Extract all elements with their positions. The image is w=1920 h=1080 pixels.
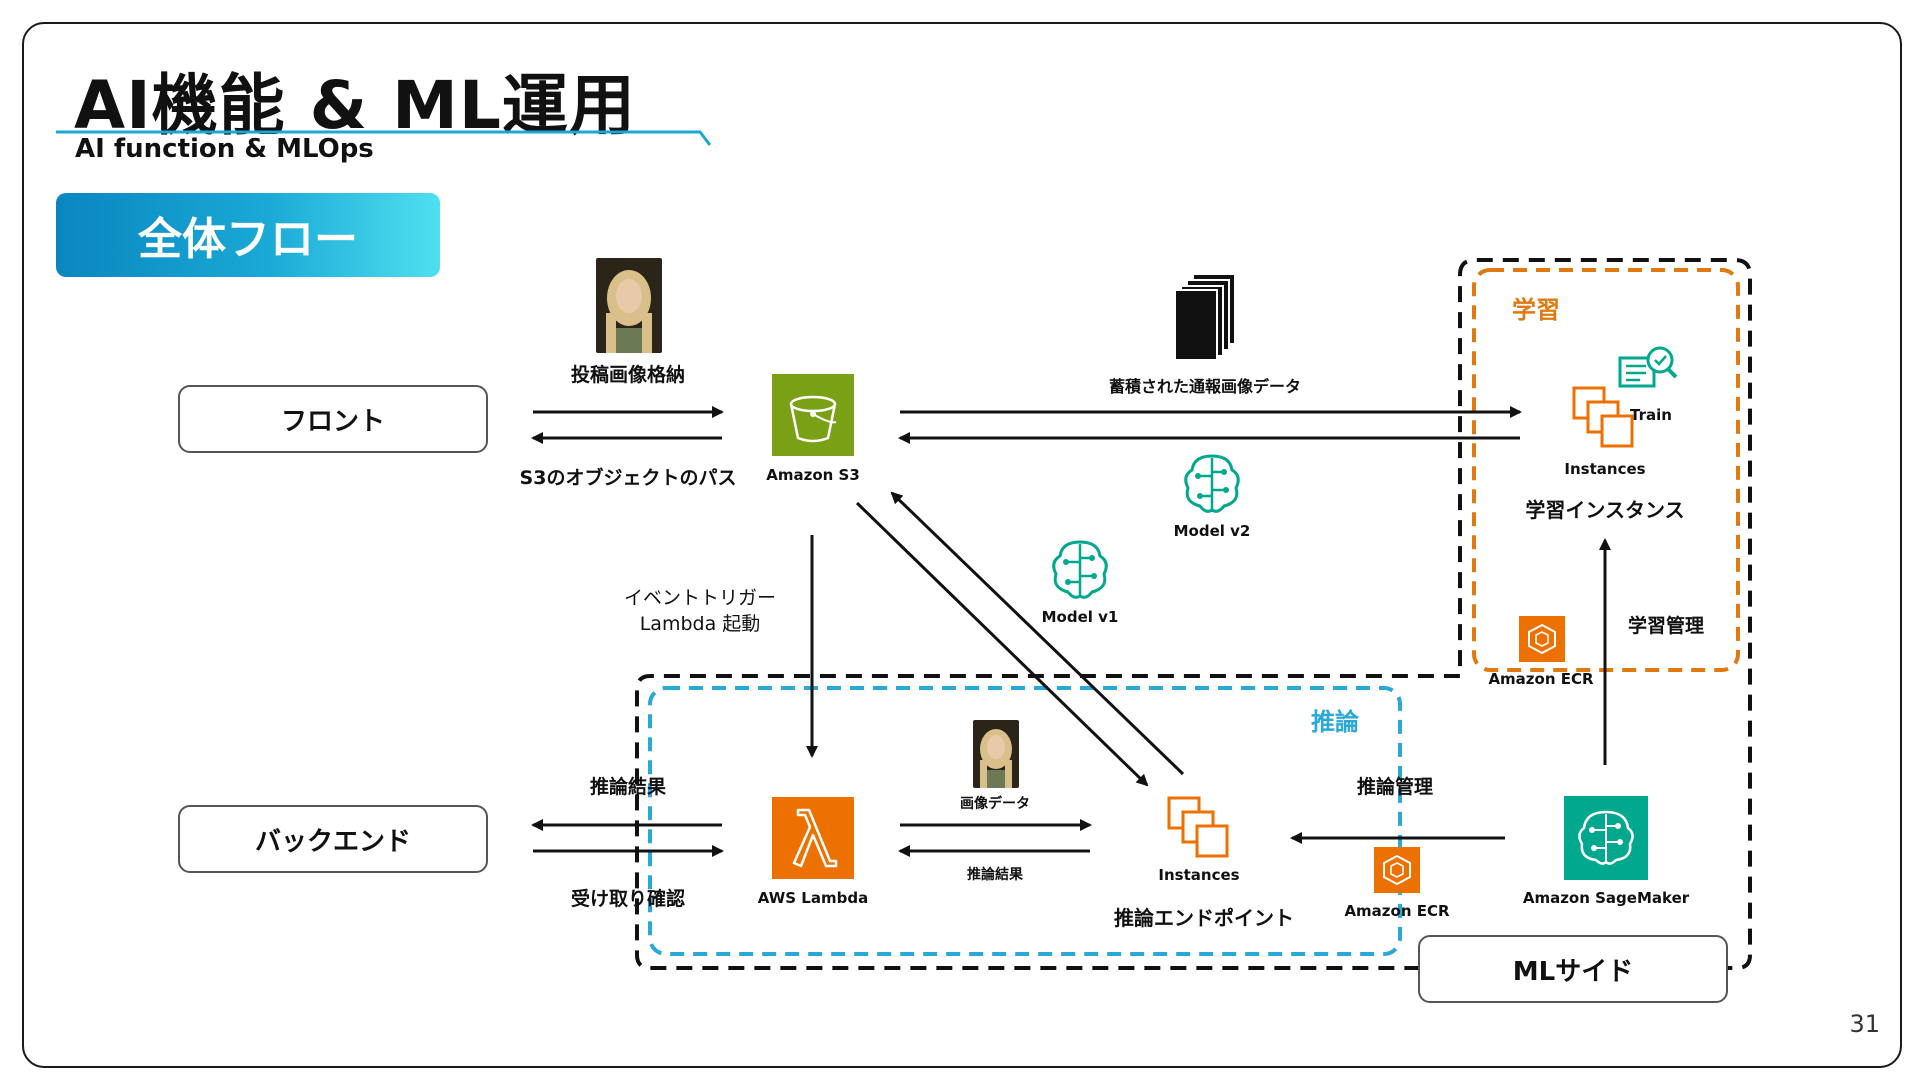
page-number: 31 <box>1849 1010 1880 1038</box>
inference-group-box <box>648 686 1402 956</box>
model-v2-label: Model v2 <box>1173 522 1251 540</box>
edge-post-image: 投稿画像格納 <box>570 364 686 386</box>
sagemaker-icon <box>1564 796 1648 880</box>
lambda-label: AWS Lambda <box>757 889 869 907</box>
edge-inference-mgmt: 推論管理 <box>1356 776 1434 798</box>
image-data-thumbnail <box>973 720 1019 788</box>
train-search-icon <box>1618 346 1678 388</box>
sagemaker-label: Amazon SageMaker <box>1522 889 1690 907</box>
lambda-icon <box>772 797 854 879</box>
slide-frame <box>22 22 1902 1068</box>
edge-stored-data: 蓄積された通報画像データ <box>1108 377 1302 396</box>
post-image-thumbnail <box>596 258 662 353</box>
inference-instances-icon <box>1167 796 1229 858</box>
training-instances-caption: 学習インスタンス <box>1525 498 1685 522</box>
model-v2-icon <box>1184 454 1240 513</box>
section-header: 全体フロー <box>56 193 440 277</box>
edge-event-trigger-line2: Lambda 起動 <box>639 613 761 635</box>
training-group-title: 学習 <box>1512 296 1560 324</box>
ml-side-boundary <box>635 258 1752 970</box>
ml-side-label-box: MLサイド <box>1418 935 1728 1003</box>
s3-bucket-icon <box>772 374 854 456</box>
edge-image-data: 画像データ <box>960 796 1030 812</box>
page-subtitle: AI function & MLOps <box>75 134 374 164</box>
inference-instances-label: Instances <box>1158 866 1240 884</box>
training-instances-label: Instances <box>1564 460 1646 478</box>
edge-receipt-confirm: 受け取り確認 <box>570 888 686 910</box>
model-v1-label: Model v1 <box>1041 608 1119 626</box>
inference-endpoint-caption: 推論エンドポイント <box>1114 906 1294 930</box>
inference-group-title: 推論 <box>1311 708 1359 736</box>
train-label: Train <box>1630 406 1672 424</box>
ecr-inference-icon <box>1374 847 1420 893</box>
ecr-training-icon <box>1519 616 1565 662</box>
edge-training-mgmt: 学習管理 <box>1627 615 1705 637</box>
document-stack-icon <box>1175 273 1236 360</box>
ecr-inference-label: Amazon ECR <box>1344 902 1450 920</box>
edge-inference-result: 推論結果 <box>589 776 667 798</box>
edge-inference-result-small: 推論結果 <box>967 867 1023 883</box>
front-node: フロント <box>178 385 488 453</box>
training-instances-icon <box>1572 386 1634 448</box>
edge-event-trigger-line1: イベントトリガー <box>623 587 777 609</box>
edge-s3-path: S3のオブジェクトのパス <box>519 467 737 489</box>
ecr-training-label: Amazon ECR <box>1488 670 1594 688</box>
model-v1-icon <box>1052 540 1108 599</box>
s3-label: Amazon S3 <box>766 466 860 484</box>
backend-node: バックエンド <box>178 805 488 873</box>
